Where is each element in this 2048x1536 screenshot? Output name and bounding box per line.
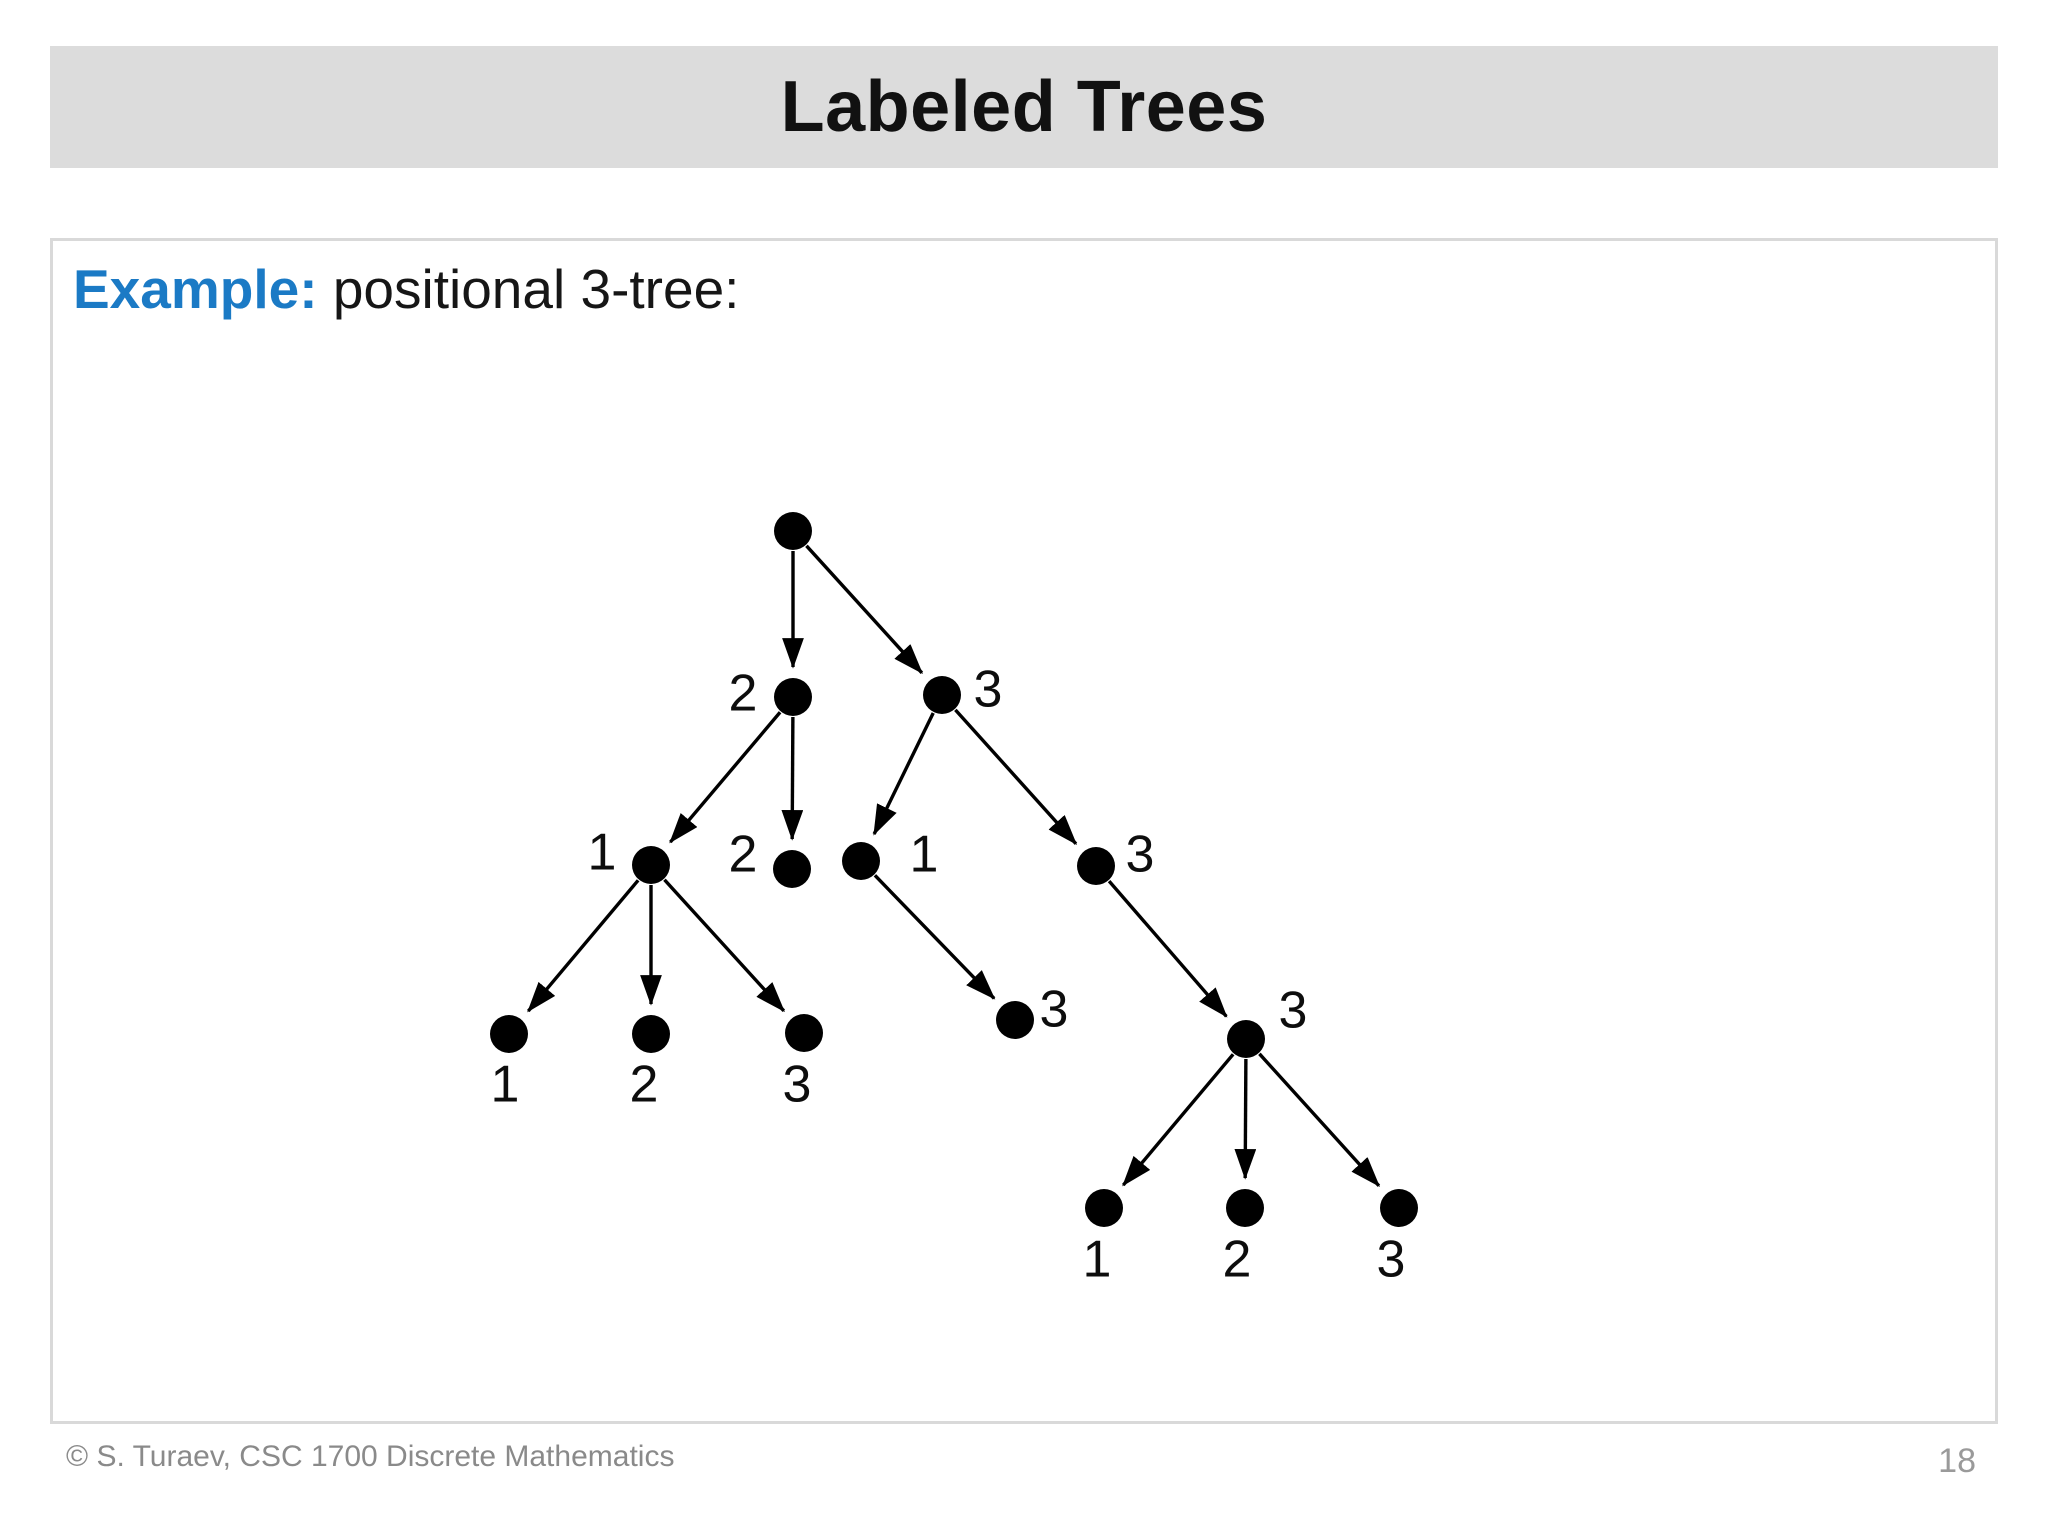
tree-edge [872, 712, 935, 836]
tree-edge [1258, 1052, 1381, 1188]
tree-edge [663, 878, 786, 1013]
tree-node-label: 3 [974, 661, 1003, 719]
tree-node [996, 1001, 1034, 1039]
tree-edge [781, 716, 804, 841]
tree-node-label: 3 [783, 1056, 812, 1114]
slide-footer: © S. Turaev, CSC 1700 Discrete Mathemati… [0, 1440, 2048, 1500]
tree-node-label: 1 [491, 1056, 520, 1114]
footer-credit: © S. Turaev, CSC 1700 Discrete Mathemati… [66, 1440, 675, 1473]
tree-edge [805, 544, 924, 675]
tree-edge-layer [526, 544, 1381, 1188]
tree-edge [1234, 1058, 1257, 1180]
page-title: Labeled Trees [780, 67, 1268, 147]
tree-node [1085, 1189, 1123, 1227]
tree-node [490, 1015, 528, 1053]
example-heading: Example: positional 3-tree: [73, 259, 739, 320]
tree-node [1380, 1189, 1418, 1227]
example-label: Example: [73, 258, 318, 320]
tree-edge [669, 711, 782, 844]
tree-node-label: 1 [1083, 1231, 1112, 1289]
tree-node-label: 3 [1126, 826, 1155, 884]
tree-node [632, 1015, 670, 1053]
slide-title-bar: Labeled Trees [50, 46, 1998, 168]
tree-label-layer: 2 3 1 2 1 3 1 2 3 3 3 1 2 3 [491, 661, 1406, 1289]
tree-node [785, 1014, 823, 1052]
tree-node-label: 1 [588, 824, 617, 882]
tree-node-label: 2 [729, 665, 758, 723]
tree-node-label: 2 [1223, 1231, 1252, 1289]
tree-node [774, 678, 812, 716]
tree-edge [873, 874, 996, 1000]
tree-node [923, 676, 961, 714]
page-number: 18 [1938, 1442, 1976, 1480]
tree-node [842, 842, 880, 880]
tree-edge [1107, 879, 1228, 1018]
tree-node [1077, 847, 1115, 885]
tree-node [632, 846, 670, 884]
tree-node-label: 3 [1279, 982, 1308, 1040]
tree-node-label: 3 [1377, 1231, 1406, 1289]
example-description: positional 3-tree: [317, 258, 740, 320]
tree-node [773, 850, 811, 888]
tree-node-label: 2 [729, 826, 758, 884]
tree-node [1227, 1020, 1265, 1058]
tree-edge [1121, 1053, 1235, 1187]
tree-node-label: 1 [910, 826, 939, 884]
tree-node [774, 512, 812, 550]
content-panel: Example: positional 3-tree: 2 3 1 2 1 3 1 2 3 3 3 1… [50, 238, 1998, 1424]
tree-node [1226, 1189, 1264, 1227]
tree-node-layer [490, 512, 1418, 1227]
tree-node-label: 3 [1040, 981, 1069, 1039]
tree-edge [954, 708, 1078, 845]
tree-node-label: 2 [630, 1056, 659, 1114]
tree-diagram: 2 3 1 2 1 3 1 2 3 3 3 1 2 3 [490, 512, 1418, 1289]
tree-edge [526, 879, 640, 1013]
